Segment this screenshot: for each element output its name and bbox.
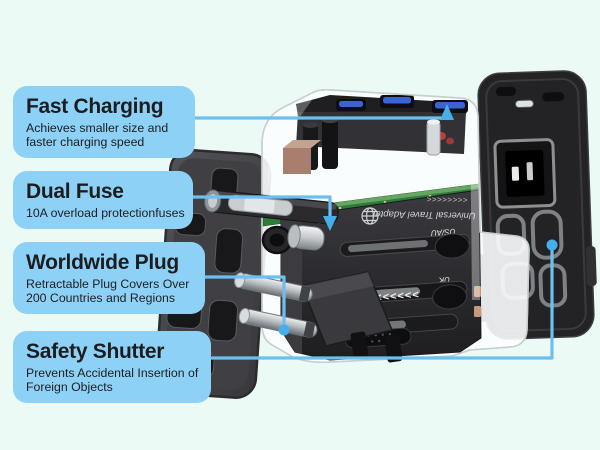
globe-icon	[361, 207, 379, 225]
uk-plug-prongs	[350, 331, 403, 363]
charging-module	[283, 95, 468, 174]
callout-title: Dual Fuse	[26, 180, 124, 203]
brand-chevrons: <<<<<<<<	[426, 195, 468, 205]
usb-c-slot	[514, 99, 534, 109]
chrome-fuse	[287, 224, 325, 251]
arrow-dual-fuse	[323, 216, 337, 231]
cover-slot	[496, 86, 517, 97]
callout-safety-shutter: Safety Shutter Prevents Accidental Inser…	[13, 331, 211, 403]
callout-title: Worldwide Plug	[26, 251, 179, 274]
connector-dual-fuse	[192, 195, 332, 218]
socket-module	[493, 138, 557, 209]
connector-worldwide-plug	[204, 275, 286, 326]
shell-outline	[261, 89, 530, 364]
adapter-main-unit: <<<<<<<< Universal Travel Adapter US/AU	[204, 89, 530, 364]
slider-us-au: US/AU	[339, 227, 471, 259]
cover-side-tab	[585, 246, 597, 287]
callout-description: Retractable Plug Covers Over 200 Countri…	[26, 277, 190, 305]
callout-title: Safety Shutter	[26, 340, 165, 363]
callout-description: Achieves smaller size and faster chargin…	[26, 121, 169, 149]
connector-safety-shutter	[210, 250, 554, 360]
slider-knob	[434, 233, 470, 259]
red-capacitor	[446, 137, 454, 145]
dot-worldwide-plug	[278, 324, 290, 336]
transformer	[283, 140, 321, 174]
callout-title: Fast Charging	[26, 95, 164, 118]
callout-description: 10A overload protectionfuses	[26, 206, 185, 220]
slider-label-uk: UK	[438, 275, 450, 285]
slider-label-us-au: US/AU	[430, 227, 455, 238]
eu-plug	[234, 271, 394, 347]
slider-knob	[432, 284, 468, 310]
brand-text: Universal Travel Adapter	[371, 208, 475, 221]
arrow-fast-charging	[440, 104, 454, 120]
callout-dual-fuse: Dual Fuse 10A overload protectionfuses	[13, 171, 193, 229]
shell-gloss	[470, 110, 480, 300]
usb-ports	[336, 95, 468, 113]
callout-description: Prevents Accidental Insertion of Foreign…	[26, 366, 199, 394]
cover-slot	[542, 92, 565, 102]
connector-lines	[192, 104, 558, 360]
callout-fast-charging: Fast Charging Achieves smaller size and …	[13, 86, 195, 158]
dot-safety-shutter	[546, 239, 558, 251]
fuse-end-cap-inner	[269, 233, 285, 247]
callout-worldwide-plug: Worldwide Plug Retractable Plug Covers O…	[13, 242, 205, 314]
